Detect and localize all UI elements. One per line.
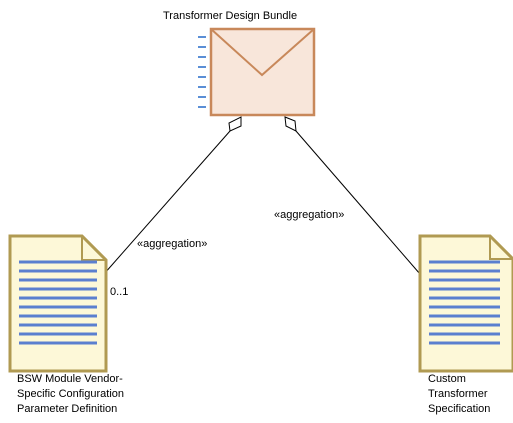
aggregation-diamond-right [284, 116, 297, 132]
left-document-label: BSW Module Vendor- Specific Configuratio… [17, 372, 124, 417]
left-document-label-line-3: Parameter Definition [17, 403, 118, 415]
right-document-label: Custom Transformer Specification [428, 372, 513, 417]
aggregation-line-left[interactable] [103, 130, 231, 275]
right-document-label-line-1: Custom [428, 373, 466, 385]
bundle-title: Transformer Design Bundle [163, 10, 298, 22]
right-stereotype-label: «aggregation» [274, 209, 345, 221]
left-document-label-line-2: Specific Configuration [17, 388, 125, 400]
left-stereotype-label: «aggregation» [137, 238, 208, 250]
document-icon-left[interactable] [8, 234, 108, 373]
right-document-label-line-3: Specification [428, 403, 491, 415]
port-dashes [198, 36, 206, 108]
left-document-label-line-1: BSW Module Vendor- [17, 373, 123, 385]
bundle-envelope-icon[interactable] [209, 27, 316, 117]
left-multiplicity-label: 0..1 [110, 286, 129, 298]
document-icon-right[interactable] [418, 234, 513, 373]
right-document-label-line-2: Transformer [428, 388, 488, 400]
aggregation-line-right[interactable] [295, 130, 421, 275]
aggregation-diamond-left [228, 116, 242, 132]
